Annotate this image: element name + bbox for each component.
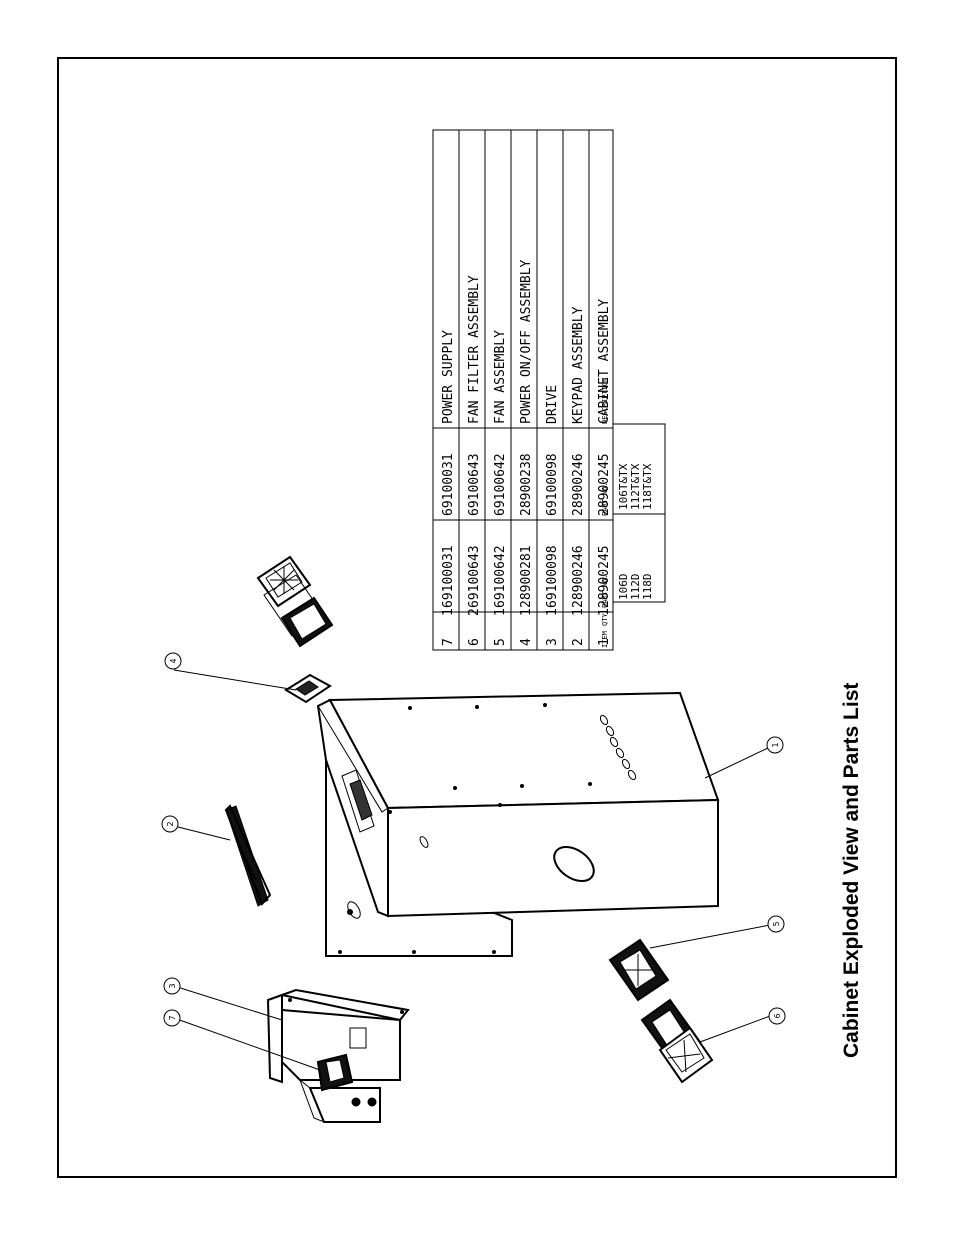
drive-bracket [266,988,410,1123]
table-cell-qty: 2 [467,608,482,616]
callout-circle [163,977,181,995]
table-cell-part-no: 28900281 [519,545,534,608]
callout-bubbles: 1 2 3 4 5 6 7 [161,652,786,1027]
table-cell-item: 7 [441,638,456,646]
callout-number: 3 [168,983,177,988]
table-cell-description: FAN FILTER ASSEMBLY [467,275,482,424]
callout-circle [766,736,784,754]
model-label: 112T&TX [629,463,642,510]
table-cell-part-no: 69100031 [441,453,456,516]
model-label: 112D [629,574,642,601]
table-cell-part-no: 28900246 [571,545,586,608]
callout-circle [767,915,785,933]
callout-number: 7 [168,1015,177,1020]
callout-circle [164,652,182,670]
fan-assembly [608,938,670,1002]
table-cell-item: 4 [519,638,534,646]
table-cell-item: 2 [571,638,586,646]
table-header-qty: QTY. [601,609,609,626]
drawing-frame [57,57,897,1178]
table-cell-qty: 1 [571,608,586,616]
table-cell-qty: 1 [597,608,612,616]
table-header-part-no: PART NO. [601,482,609,516]
power-on-off-assembly [284,673,332,704]
table-cell-part-no: 69100643 [467,545,482,608]
callout-leaders [173,669,771,1071]
table-cell-item: 6 [467,638,482,646]
table-cell-item: 1 [597,638,612,646]
table-cell-part-no: 69100642 [493,545,508,608]
table-cell-part-no: 28900246 [571,453,586,516]
table-cell-description: POWER SUPPLY [441,330,456,424]
callout-number: 1 [771,742,780,747]
model-label: 118D [641,574,654,601]
table-cell-description: DRIVE [545,385,560,424]
table-cell-part-no: 28900238 [519,453,534,516]
callout-number: 5 [772,921,781,926]
table-cell-qty: 1 [545,608,560,616]
fan-filter-assembly [640,998,714,1084]
table-cell-part-no: 69100098 [545,545,560,608]
table-header-part-no: PART NO. [601,574,609,608]
model-label: 118T&TX [641,463,654,510]
callout-circle [163,1009,181,1027]
callout-circle [768,1007,786,1025]
table-cell-description: KEYPAD ASSEMBLY [571,306,586,424]
cabinet-assembly [316,691,720,957]
table-cell-part-no: 28900245 [597,453,612,516]
table-cell-part-no: 69100642 [493,453,508,516]
keypad-assembly [224,804,272,907]
page-title: Cabinet Exploded View and Parts List [840,683,863,1058]
table-cell-description: CABINET ASSEMBLY [597,299,612,424]
table-cell-item: 5 [493,638,508,646]
table-cell-qty: 1 [519,608,534,616]
table-cell-description: FAN ASSEMBLY [493,330,508,424]
table-header-item: ITEM [601,631,609,648]
callout-number: 2 [166,821,175,826]
table-cell-item: 3 [545,638,560,646]
table-cell-qty: 1 [493,608,508,616]
power-supply [316,1053,354,1092]
model-label: 106D [617,574,630,601]
table-cell-description: POWER ON/OFF ASSEMBLY [519,259,534,424]
table-cell-part-no: 69100098 [545,453,560,516]
model-label: 106T&TX [617,463,630,510]
table-header-description: DESCRIPTION [601,378,609,424]
table-cell-part-no: 69100643 [467,453,482,516]
table-cell-part-no: 28900245 [597,545,612,608]
callout-circle [161,815,179,833]
callout-number: 4 [169,658,178,663]
callout-number: 6 [773,1013,782,1018]
table-cell-qty: 1 [441,608,456,616]
table-cell-part-no: 69100031 [441,545,456,608]
fan-filter-assembly-top [256,555,334,648]
